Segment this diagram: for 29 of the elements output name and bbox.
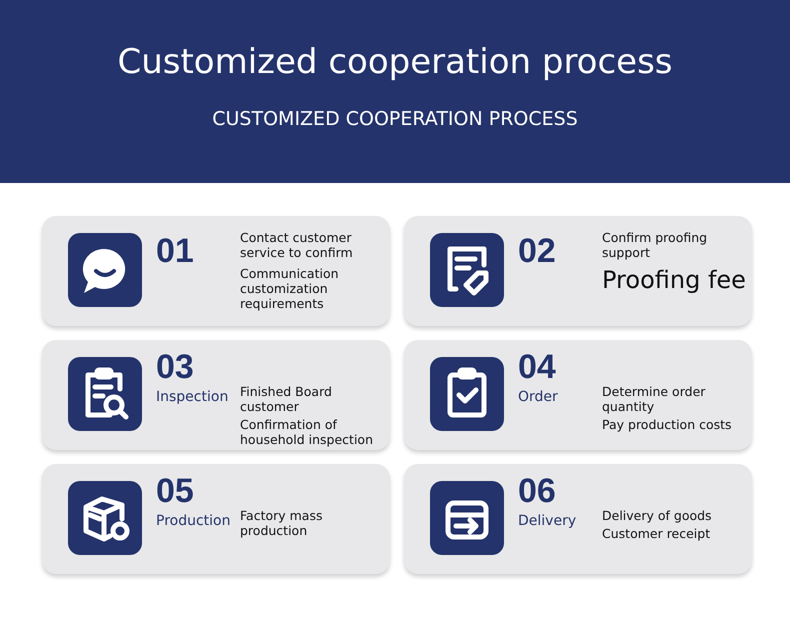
step-description: Pay production costs [602,417,733,432]
step-card [42,464,390,574]
step-description: Proofing fee [602,266,747,294]
step-description: Determine order quantity [602,384,706,414]
step-description: Delivery of goods [602,508,713,523]
page-subtitle: CUSTOMIZED COOPERATION PROCESS [211,108,579,130]
step-card [42,216,390,326]
step-card [404,216,752,326]
step-description: Confirmation of household inspection [240,417,374,447]
step-title: Production [156,512,232,530]
page-title: Customized cooperation process [116,42,674,82]
step-card [404,340,752,450]
step-number: 03 [156,348,195,386]
step-number: 06 [518,472,557,510]
step-title: Inspection [156,388,230,406]
step-number: 02 [518,232,557,270]
step-description: Customer receipt [602,526,712,541]
step-number: 05 [156,472,195,510]
step-description: Finished Board customer [240,384,333,414]
step-number: 04 [518,348,557,386]
step-description: Factory mass production [240,508,324,538]
step-title: Order [518,388,559,406]
step-number: 01 [156,232,195,270]
step-description: Confirm proofing support [602,230,708,260]
step-card [42,340,390,450]
step-description: Communication customization requirements [240,266,340,311]
step-description: Contact customer service to confirm [240,230,354,260]
step-title: Delivery [518,512,578,530]
step-card [404,464,752,574]
